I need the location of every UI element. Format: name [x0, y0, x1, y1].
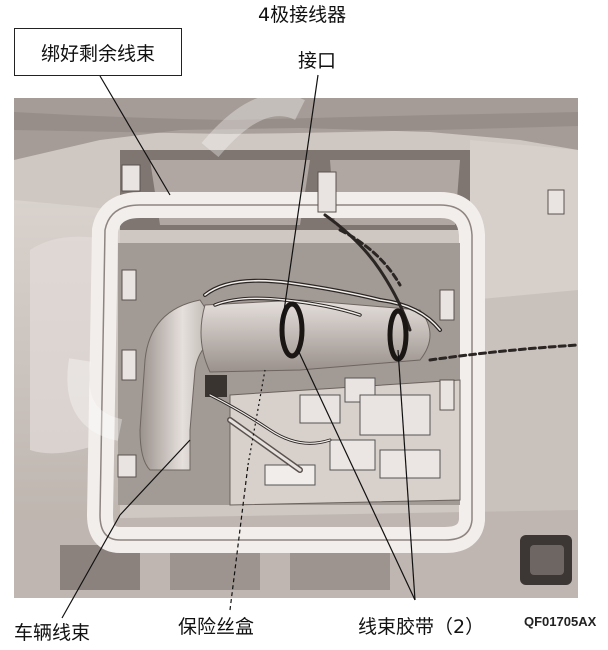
- leader-line: [281, 74, 319, 326]
- cable-tie: [387, 308, 409, 362]
- leader-line: [397, 349, 416, 601]
- mounting-clips: [117, 164, 565, 478]
- watermark: [67, 17, 441, 441]
- leader-line: [297, 349, 416, 601]
- air-duct: [139, 299, 431, 471]
- callout-bundle-remaining: 绑好剩余线束: [14, 28, 182, 76]
- callout-vehicle-harness: 车辆线束: [14, 622, 91, 644]
- leader-lines: [61, 74, 416, 619]
- leader-line: [61, 514, 121, 619]
- cable-tie: [279, 301, 305, 359]
- fuse-box: [205, 375, 461, 506]
- leader-line: [229, 464, 249, 611]
- leader-line: [99, 75, 171, 196]
- callout-cable-ties: 线束胶带（2）: [358, 616, 485, 638]
- callout-bundle-remaining-text: 绑好剩余线束: [40, 42, 155, 65]
- callout-connector-line2: 接口: [298, 50, 337, 72]
- figure-code: QF01705AX: [524, 614, 597, 629]
- leader-line: [247, 369, 266, 466]
- callout-connector-line1: 4极接线器: [258, 4, 347, 26]
- cable-tie-group: [279, 301, 409, 362]
- callout-fuse-box: 保险丝盒: [178, 616, 255, 638]
- leader-line: [119, 439, 191, 516]
